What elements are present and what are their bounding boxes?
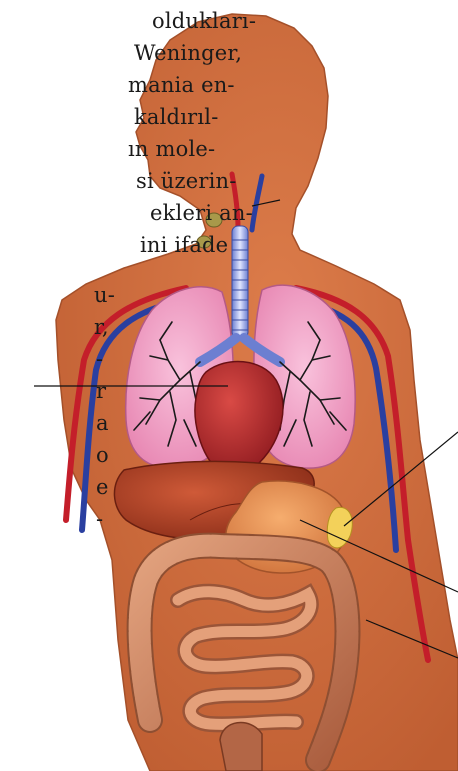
rectum [220,723,262,771]
